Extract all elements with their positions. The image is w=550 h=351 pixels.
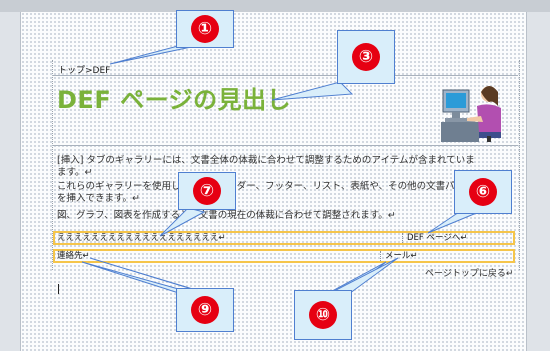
table-row-links[interactable]: えええええええええええええええええええ↵ DEF ページへ↵ [53,231,515,245]
table-row-contact[interactable]: 連絡先↵ メール↵ [53,249,515,263]
page-title[interactable]: DEF ページの見出し [57,86,292,114]
callout-number: ⑥ [469,178,497,206]
callout-6: ⑥ [454,170,512,214]
text-cursor [58,284,59,294]
breadcrumb-divider [52,75,518,76]
document-page[interactable] [20,12,527,351]
body-text-line[interactable]: [挿入] タブのギャラリーには、文書全体の体裁に合わせて調整するためのアイテムが… [57,155,475,166]
callout-10: ⑩ [294,290,352,340]
computer-user-illustration [441,80,509,142]
breadcrumb[interactable]: トップ>DEF [58,66,111,76]
callout-number: ⑩ [309,301,337,329]
callout-7: ⑦ [178,172,236,210]
callout-9: ⑨ [176,288,234,332]
cell-separator [380,251,381,261]
cell-separator [402,233,403,243]
back-to-top-link[interactable]: ページトップに戻る↵ [425,269,514,279]
filler-text-cell[interactable]: えええええええええええええええええええ↵ [57,233,226,243]
body-text-line[interactable]: ます。↵ [57,167,93,178]
callout-3: ③ [337,30,395,84]
def-page-link[interactable]: DEF ページへ↵ [407,233,468,243]
callout-number: ⑦ [193,177,221,205]
content-margins [52,60,520,270]
callout-1: ① [176,10,234,48]
body-text-line[interactable]: 図、グラフ、図表を作成すると、文書の現在の体裁に合わせて調整されます。↵ [57,210,396,221]
callout-number: ⑨ [191,296,219,324]
body-text-line[interactable]: これらのギャラリーを使用して、表やヘッダー、フッター、リスト、表紙や、その他の文… [57,181,474,192]
heading-divider [52,145,518,146]
body-text-line[interactable]: を挿入できます。↵ [57,193,141,204]
window-top-strip [0,0,550,12]
contact-label[interactable]: 連絡先↵ [57,251,90,261]
callout-number: ③ [352,43,380,71]
mail-link[interactable]: メール↵ [385,251,418,261]
callout-number: ① [191,15,219,43]
